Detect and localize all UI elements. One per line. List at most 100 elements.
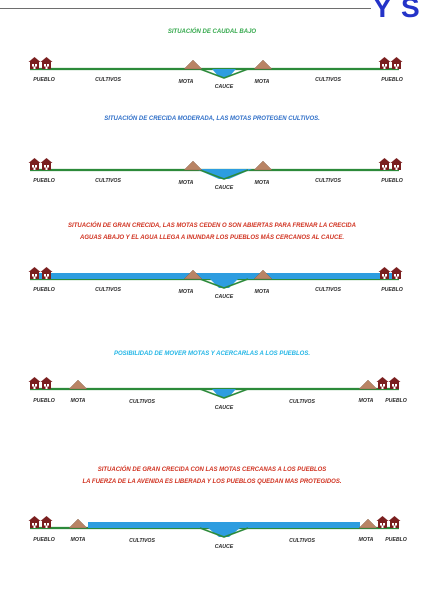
- label-left-mota: MOTA: [179, 180, 194, 186]
- house-icon: [378, 158, 391, 170]
- house-icon: [40, 57, 53, 69]
- house-icon: [378, 267, 391, 279]
- house-icon: [40, 267, 53, 279]
- channel-bed: [199, 527, 249, 538]
- left-mota: [183, 269, 203, 280]
- scenario-caption: SITUACIÓN DE GRAN CRECIDA, LAS MOTAS CED…: [68, 222, 356, 229]
- channel-bed: [199, 68, 249, 79]
- label-left-village: PUEBLO: [33, 287, 55, 293]
- label-left-mota: MOTA: [179, 79, 194, 85]
- label-right-village: PUEBLO: [381, 287, 403, 293]
- house-icon: [28, 377, 41, 389]
- label-left-mota: MOTA: [71, 398, 86, 404]
- label-right-village: PUEBLO: [385, 398, 407, 404]
- water-area: [208, 528, 240, 537]
- scenario-caption: LA FUERZA DE LA AVENIDA ES LIBERADA Y LO…: [82, 479, 341, 485]
- water-area: [212, 389, 236, 397]
- label-channel: CAUCE: [215, 294, 234, 300]
- label-right-village: PUEBLO: [381, 77, 403, 83]
- right-mota: [253, 269, 273, 280]
- right-mota: [253, 59, 273, 70]
- label-right-village: PUEBLO: [381, 178, 403, 184]
- left-village: [28, 377, 53, 389]
- house-icon: [40, 516, 53, 528]
- label-left-fields: CULTIVOS: [95, 178, 121, 184]
- left-mota: [183, 59, 203, 70]
- label-channel: CAUCE: [215, 544, 234, 550]
- right-village: [376, 516, 401, 528]
- left-village: [28, 267, 53, 279]
- left-mota: [68, 518, 88, 529]
- label-right-fields: CULTIVOS: [315, 77, 341, 83]
- house-icon: [28, 267, 41, 279]
- scenario-caption: SITUACIÓN DE CRECIDA MODERADA, LAS MOTAS…: [104, 115, 320, 122]
- channel-bed: [199, 388, 249, 399]
- scenario-caption: POSIBILIDAD DE MOVER MOTAS Y ACERCARLAS …: [114, 351, 310, 357]
- label-left-village: PUEBLO: [33, 77, 55, 83]
- right-village: [376, 377, 401, 389]
- house-icon: [388, 377, 401, 389]
- label-channel: CAUCE: [215, 185, 234, 191]
- right-village: [378, 57, 403, 69]
- label-left-mota: MOTA: [71, 537, 86, 543]
- house-icon: [28, 57, 41, 69]
- water-area: [30, 273, 399, 279]
- scenario-panel: SITUACIÓN DE CRECIDA MODERADA, LAS MOTAS…: [28, 115, 403, 191]
- house-icon: [378, 57, 391, 69]
- scenario-caption: SITUACIÓN DE CAUDAL BAJO: [168, 28, 257, 35]
- corner-title: Y S: [373, 0, 421, 23]
- house-icon: [388, 516, 401, 528]
- house-icon: [390, 158, 403, 170]
- water-area: [212, 69, 236, 77]
- house-icon: [40, 377, 53, 389]
- label-left-fields: CULTIVOS: [95, 287, 121, 293]
- channel-bed: [199, 278, 249, 289]
- left-village: [28, 516, 53, 528]
- label-left-village: PUEBLO: [33, 537, 55, 543]
- label-channel: CAUCE: [215, 84, 234, 90]
- label-right-mota: MOTA: [359, 398, 374, 404]
- scenario-caption: SITUACIÓN DE GRAN CRECIDA CON LAS MOTAS …: [98, 466, 327, 473]
- right-village: [378, 158, 403, 170]
- house-icon: [28, 516, 41, 528]
- label-right-mota: MOTA: [255, 79, 270, 85]
- house-icon: [376, 377, 389, 389]
- label-left-mota: MOTA: [179, 289, 194, 295]
- right-mota: [358, 379, 378, 390]
- scenario-panel: SITUACIÓN DE GRAN CRECIDA, LAS MOTAS CED…: [28, 222, 403, 300]
- label-left-village: PUEBLO: [33, 398, 55, 404]
- scenario-caption: AGUAS ABAJO Y EL AGUA LLEGA A INUNDAR LO…: [79, 234, 344, 241]
- label-right-mota: MOTA: [255, 289, 270, 295]
- scenario-panel: SITUACIÓN DE GRAN CRECIDA CON LAS MOTAS …: [28, 466, 407, 550]
- house-icon: [390, 57, 403, 69]
- label-left-village: PUEBLO: [33, 178, 55, 184]
- right-mota: [358, 518, 378, 529]
- label-left-fields: CULTIVOS: [95, 77, 121, 83]
- label-right-fields: CULTIVOS: [315, 287, 341, 293]
- channel-bed: [199, 169, 249, 180]
- label-right-mota: MOTA: [255, 180, 270, 186]
- scenario-panel: POSIBILIDAD DE MOVER MOTAS Y ACERCARLAS …: [28, 351, 407, 411]
- left-mota: [183, 160, 203, 171]
- label-left-fields: CULTIVOS: [129, 399, 155, 405]
- right-village: [378, 267, 403, 279]
- house-icon: [28, 158, 41, 170]
- right-mota: [253, 160, 273, 171]
- scenario-panel: SITUACIÓN DE CAUDAL BAJO PUEBLO CULTIVOS MO…: [28, 28, 403, 90]
- house-icon: [40, 158, 53, 170]
- label-channel: CAUCE: [215, 405, 234, 411]
- label-right-mota: MOTA: [359, 537, 374, 543]
- label-right-fields: CULTIVOS: [289, 538, 315, 544]
- label-right-fields: CULTIVOS: [289, 399, 315, 405]
- house-icon: [390, 267, 403, 279]
- label-right-village: PUEBLO: [385, 537, 407, 543]
- label-right-fields: CULTIVOS: [315, 178, 341, 184]
- water-area: [196, 169, 252, 179]
- left-mota: [68, 379, 88, 390]
- label-left-fields: CULTIVOS: [129, 538, 155, 544]
- water-area: [88, 522, 360, 528]
- left-village: [28, 158, 53, 170]
- top-border-line: [0, 8, 371, 9]
- house-icon: [376, 516, 389, 528]
